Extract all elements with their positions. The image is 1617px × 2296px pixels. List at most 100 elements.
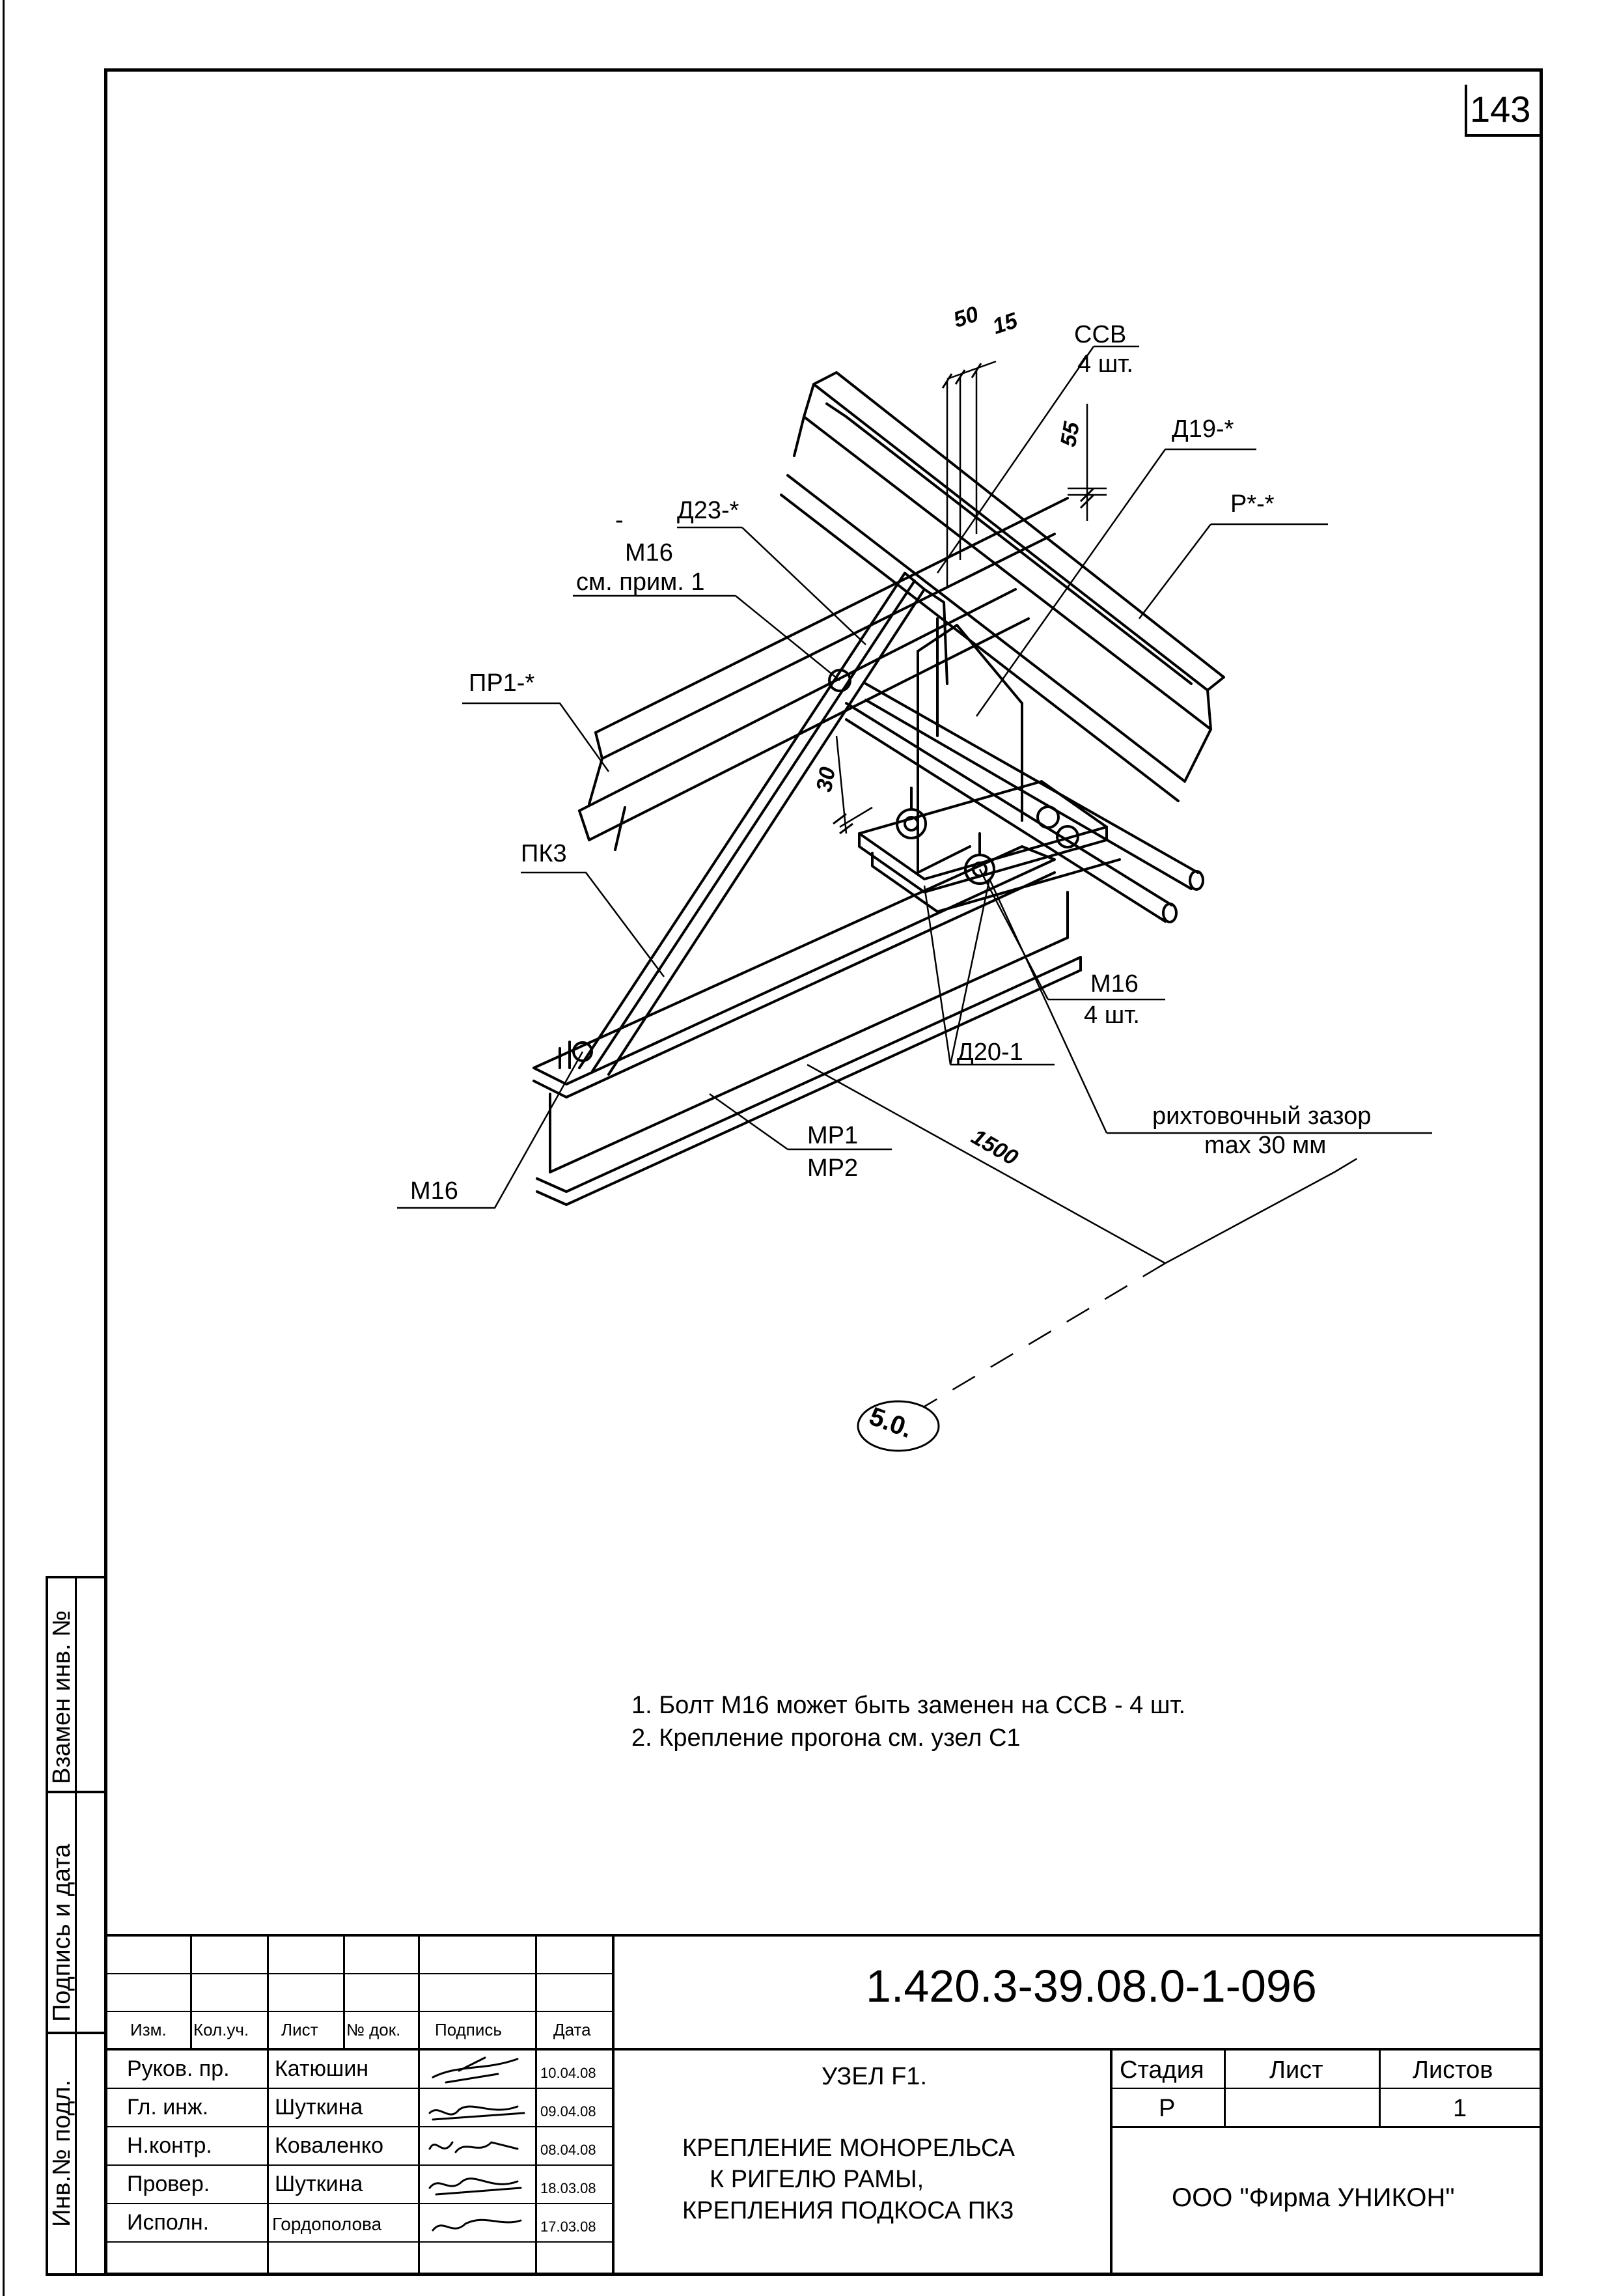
note-1: 1. Болт М16 может быть заменен на ССВ - …	[631, 1692, 1186, 1719]
label-ssv-qty: 4 шт.	[1077, 350, 1133, 378]
side-stamp-inv: Инв.№ подл.	[48, 2079, 76, 2227]
signature	[432, 2219, 522, 2232]
label-d19: Д19-*	[1172, 415, 1234, 443]
tb-header-izm: Изм.	[130, 2020, 167, 2039]
tb-date: 09.04.08	[540, 2103, 596, 2120]
tb-name: Шуткина	[275, 2172, 363, 2196]
tb-header-data: Дата	[553, 2020, 591, 2039]
label-d20: Д20-1	[957, 1039, 1023, 1066]
brace-pk3	[572, 572, 948, 1076]
tb-header-kol: Кол.уч.	[193, 2020, 249, 2039]
vertical-plate	[917, 617, 1023, 874]
lower-i-beam	[532, 845, 1082, 1206]
drawing-title-2: КРЕПЛЕНИЕ МОНОРЕЛЬСА	[682, 2135, 1015, 2162]
tb-line	[104, 2164, 612, 2166]
base-plates	[858, 780, 1121, 913]
tb-role: Провер.	[127, 2172, 210, 2196]
label-mr1: МР1	[807, 1122, 859, 1149]
side-stamp-divider	[75, 1576, 77, 2276]
rafter-beam	[780, 371, 1225, 802]
tb-date: 10.04.08	[540, 2065, 596, 2081]
tb-line	[1110, 2126, 1543, 2128]
tb-line	[535, 1934, 537, 2276]
tb-line	[104, 2126, 612, 2127]
tb-line	[1224, 2048, 1226, 2126]
label-pk3: ПК3	[521, 840, 567, 867]
tb-line	[104, 1973, 612, 1974]
label-mr2: МР2	[807, 1155, 859, 1182]
purlin-pr1	[578, 497, 1069, 851]
label-m16-bolts-qty: 4 шт.	[1084, 1001, 1140, 1029]
tb-line	[104, 2241, 612, 2243]
tb-sheets-value: 1	[1453, 2095, 1467, 2122]
label-p: Р*-*	[1230, 490, 1275, 518]
tb-company: ООО "Фирма УНИКОН"	[1172, 2183, 1455, 2212]
tb-header-ndok: № док.	[346, 2020, 401, 2039]
tb-stage-header: Стадия	[1120, 2056, 1204, 2084]
side-stamp-vzamen: Взамен инв. №	[48, 1610, 76, 1784]
signature	[432, 2056, 519, 2084]
tb-name: Коваленко	[275, 2133, 383, 2158]
monorail-rods	[845, 682, 1204, 923]
label-see-note: см. прим. 1	[576, 568, 705, 596]
tb-line	[1110, 2048, 1113, 2276]
tb-line	[612, 1934, 615, 2276]
signature	[428, 2141, 519, 2153]
label-pr1: ПР1-*	[469, 669, 535, 697]
sheet-number-box	[1465, 85, 1543, 137]
axis-line	[924, 1151, 1368, 1408]
label-m16-top: М16	[625, 539, 673, 567]
tb-name: Гордополова	[272, 2214, 382, 2234]
leader-lines	[397, 345, 1432, 1265]
note-2: 2. Крепление прогона см. узел С1	[631, 1724, 1021, 1752]
tb-line	[104, 2011, 612, 2012]
tb-header-podpis: Подпись	[435, 2020, 502, 2039]
drawing-frame	[104, 68, 1543, 2276]
dim-55: 55	[1055, 420, 1085, 449]
label-dash: -	[615, 507, 624, 534]
sheet-number: 143	[1470, 89, 1531, 130]
label-ssv: ССВ	[1074, 321, 1127, 348]
title-block	[104, 1934, 1543, 2276]
signature	[428, 2177, 522, 2196]
label-m16-bolts: М16	[1090, 970, 1139, 998]
label-m16-bottom: М16	[410, 1177, 458, 1205]
tb-line	[267, 1934, 269, 2276]
tb-role: Н.контр.	[127, 2133, 212, 2158]
tb-role: Руков. пр.	[127, 2056, 230, 2081]
side-stamp-podpis: Подпись и дата	[48, 1843, 76, 2022]
document-code: 1.420.3-39.08.0-1-096	[866, 1961, 1317, 2011]
dimension-ticks	[833, 363, 1095, 835]
dim-30: 30	[811, 765, 840, 794]
tb-role: Исполн.	[127, 2210, 210, 2235]
signature	[428, 2105, 525, 2121]
tb-date: 17.03.08	[540, 2219, 596, 2235]
label-d23: Д23-*	[677, 497, 739, 524]
tb-stage-value: Р	[1159, 2095, 1176, 2122]
label-gap-1: рихтовочный зазор	[1152, 1102, 1372, 1130]
tb-line	[343, 1934, 345, 2048]
tb-name: Катюшин	[275, 2056, 369, 2081]
label-gap-2: max 30 мм	[1204, 1132, 1327, 1159]
tb-line	[418, 1934, 420, 2276]
tb-line	[104, 2088, 612, 2089]
drawing-title-3: К РИГЕЛЮ РАМЫ,	[710, 2166, 924, 2193]
tb-header-list: Лист	[281, 2020, 318, 2039]
axis-bubble	[857, 1400, 940, 1452]
drawing-title-4: КРЕПЛЕНИЯ ПОДКОСА ПК3	[682, 2197, 1014, 2224]
tb-line	[1110, 2088, 1543, 2089]
tb-date: 18.03.08	[540, 2180, 596, 2196]
drawing-title-1: УЗЕЛ F1.	[822, 2063, 928, 2090]
tb-sheets-header: Листов	[1413, 2056, 1493, 2084]
tb-sheet-header: Лист	[1269, 2056, 1323, 2084]
tb-role: Гл. инж.	[127, 2095, 209, 2120]
tb-line	[104, 2203, 612, 2204]
tb-date: 08.04.08	[540, 2142, 596, 2158]
tb-name: Шуткина	[275, 2095, 363, 2120]
signatures	[428, 2056, 525, 2232]
binding-edge-line	[3, 0, 5, 2296]
tb-line	[104, 2048, 1543, 2051]
tb-line	[1379, 2048, 1381, 2126]
